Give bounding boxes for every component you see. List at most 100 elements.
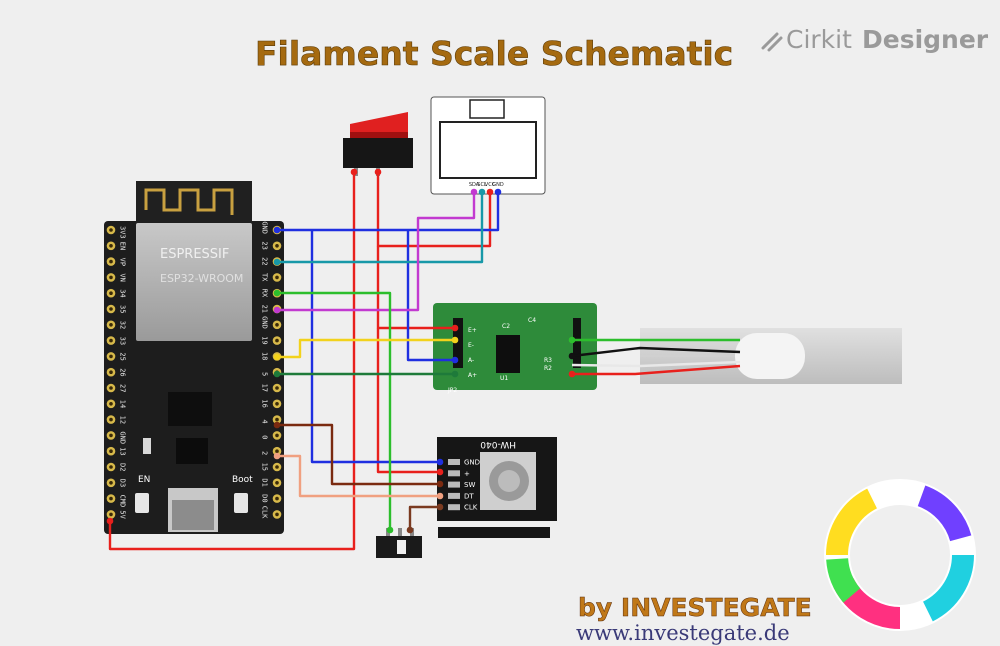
esp32-pin-label: 4 — [261, 419, 269, 423]
esp32-pin-label: 12 — [119, 416, 127, 424]
wire-endpoints — [106, 168, 576, 534]
esp32-pin-label: 21 — [261, 305, 269, 313]
oled-pin-scl: SCL — [477, 182, 487, 188]
wire-endpoint — [568, 370, 576, 378]
esp32-pin-label: 13 — [119, 447, 127, 455]
brand-prefix: Cirkit — [786, 25, 852, 54]
cirkit-logo-icon — [761, 32, 783, 52]
esp32-pin-label: 22 — [261, 257, 269, 265]
esp32-pin-label: TX — [261, 273, 269, 282]
hx711-pin-label: A- — [468, 357, 474, 364]
esp32-pin-label: CMD — [119, 495, 127, 508]
wires — [108, 172, 741, 551]
hx711-chip — [496, 335, 520, 373]
power-switch[interactable] — [343, 112, 413, 176]
esp32-pin-label: VN — [119, 273, 127, 281]
wire-sda[interactable] — [277, 192, 476, 312]
wire-gnd-encoder[interactable] — [310, 230, 440, 464]
wire-encoder-dt[interactable] — [277, 454, 440, 498]
esp32-pin-label: 27 — [119, 384, 127, 392]
esp32-pin-label: 33 — [119, 337, 127, 345]
wire-cell-white[interactable] — [571, 360, 741, 368]
wire-endpoint — [568, 336, 576, 344]
wire-endpoint — [436, 480, 444, 488]
wire-endpoint — [436, 458, 444, 466]
esp32-pin-label: 5V — [119, 510, 127, 519]
wire-endpoint — [273, 370, 281, 378]
encoder-pin[interactable] — [448, 470, 460, 477]
hx711-pin-label: A+ — [468, 372, 477, 379]
wire-endpoint — [386, 526, 394, 534]
esp32-pin-label: 19 — [261, 336, 269, 344]
esp32-board: ESPRESSIF ESP32-WROOM EN Boot 3V3ENVPVN3… — [104, 181, 284, 534]
encoder-pin-label: SW — [464, 481, 475, 489]
wire-endpoint — [436, 503, 444, 511]
esp32-pin-label: 2 — [261, 451, 269, 455]
encoder-pin-label: + — [464, 470, 470, 478]
esp32-pin-label: 32 — [119, 321, 127, 329]
wire-endpoint — [106, 517, 114, 525]
wire-endpoint — [470, 188, 478, 196]
hx711-silkscreen-label: R3 — [544, 357, 552, 364]
wire-encoder-sw[interactable] — [277, 423, 440, 486]
esp32-pin-label: GND — [261, 221, 269, 234]
wire-rx-slide[interactable] — [277, 291, 392, 530]
boot-button[interactable] — [234, 493, 248, 513]
wire-endpoint — [568, 352, 576, 360]
esp32-pin-label: 26 — [119, 368, 127, 376]
wire-endpoint — [451, 336, 459, 344]
load-cell — [640, 328, 902, 384]
encoder-pin[interactable] — [448, 459, 460, 465]
cirkit-logo: Cirkit Designer — [761, 25, 989, 54]
wire-endpoint — [451, 370, 459, 378]
esp32-pin-label: 15 — [261, 463, 269, 471]
encoder-pin[interactable] — [448, 492, 460, 499]
wire-endpoint — [273, 353, 281, 361]
en-label: EN — [138, 475, 150, 485]
wire-endpoint — [273, 421, 281, 429]
wire-endpoint — [273, 306, 281, 314]
wire-endpoint — [273, 226, 281, 234]
wire-scl[interactable] — [277, 192, 484, 264]
encoder-pin[interactable] — [448, 504, 460, 511]
wire-gnd-hx711[interactable] — [406, 230, 455, 362]
hx711-silkscreen-label: U1 — [500, 375, 508, 382]
hx711-pin-label: E+ — [468, 327, 477, 334]
wire-cell-red[interactable] — [572, 364, 741, 376]
esp32-pin-label: CLK — [261, 506, 269, 519]
encoder-pin-label: GND — [464, 459, 480, 467]
wire-vcc-oled[interactable] — [376, 172, 492, 248]
esp32-pin-label: 14 — [119, 400, 127, 408]
esp32-pin-label: 16 — [261, 399, 269, 407]
wire-5v-switch[interactable] — [108, 172, 356, 551]
esp32-model: ESP32-WROOM — [160, 272, 243, 285]
author-name: by INVESTEGATE — [578, 593, 812, 622]
wire-cell-black[interactable] — [571, 346, 741, 358]
wire-encoder-clk[interactable] — [408, 505, 440, 530]
esp32-pin-label: GND — [119, 431, 127, 444]
author-url[interactable]: www.investegate.de — [576, 621, 790, 645]
encoder-pin[interactable] — [448, 481, 460, 488]
page-title: Filament Scale Schematic — [255, 34, 733, 73]
esp32-pin-label: EN — [119, 242, 127, 250]
esp32-pin-label: VP — [119, 258, 127, 266]
wire-endpoint — [273, 452, 281, 460]
wire-vcc-encoder[interactable] — [376, 328, 440, 474]
en-button[interactable] — [135, 493, 149, 513]
esp32-pin-label: D0 — [261, 494, 269, 502]
hx711-pin-label: E- — [468, 342, 474, 349]
esp32-pin-label: GND — [261, 316, 269, 329]
slide-switch[interactable] — [376, 528, 422, 558]
esp32-pin-label: 0 — [261, 435, 269, 439]
antenna-trace — [144, 188, 234, 215]
wire-gnd-oled[interactable] — [277, 192, 500, 232]
esp32-pin-label: 5 — [261, 372, 269, 376]
led — [143, 438, 151, 454]
wire-hx711-sck[interactable] — [277, 338, 455, 359]
hx711-silkscreen-label: C4 — [528, 317, 536, 324]
